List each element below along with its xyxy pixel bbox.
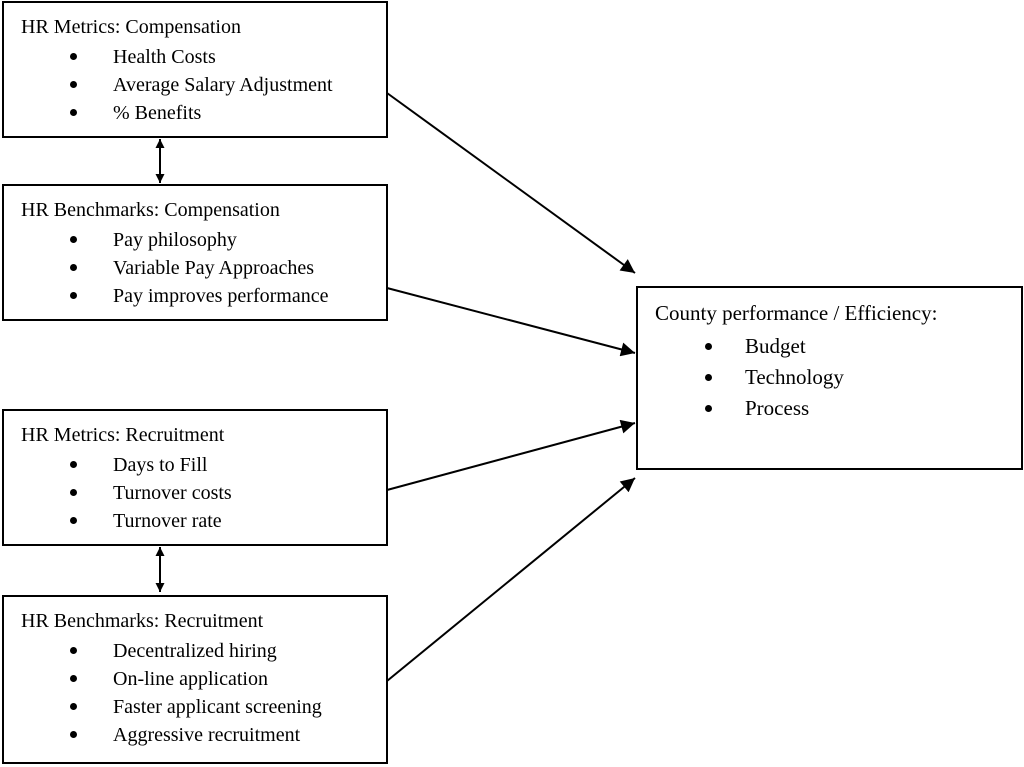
bullet-icon <box>70 675 77 682</box>
bullet-icon <box>705 343 712 350</box>
metrics-compensation-title: HR Metrics: Compensation <box>21 16 241 38</box>
benchmarks-compensation-box: HR Benchmarks: Compensation Pay philosop… <box>2 184 388 321</box>
county-performance-title: County performance / Efficiency: <box>655 301 938 325</box>
arrow-benchmarks-compensation-to-county <box>386 287 636 357</box>
metrics-recruitment-title: HR Metrics: Recruitment <box>21 424 225 446</box>
bullet-icon <box>70 109 77 116</box>
metrics-compensation-box: HR Metrics: Compensation Health Costs Av… <box>2 1 388 138</box>
benchmarks-recruitment-title: HR Benchmarks: Recruitment <box>21 610 264 632</box>
metrics-recruitment-box: HR Metrics: Recruitment Days to Fill Tur… <box>2 409 388 546</box>
bullet-icon <box>70 292 77 299</box>
arrow-metrics-recruitment-to-county <box>386 419 636 491</box>
bullet-icon <box>705 405 712 412</box>
bullet-icon <box>70 264 77 271</box>
benchmarks-recruitment-box: HR Benchmarks: Recruitment Decentralized… <box>2 595 388 764</box>
bullet-icon <box>70 236 77 243</box>
county-performance-box: County performance / Efficiency: Budget … <box>636 286 1023 470</box>
arrow-benchmarks-recruitment-to-county <box>386 477 636 682</box>
arrow-metrics-compensation-to-county <box>386 92 636 274</box>
benchmarks-compensation-title: HR Benchmarks: Compensation <box>21 199 280 221</box>
bullet-icon <box>70 461 77 468</box>
bullet-icon <box>70 703 77 710</box>
bullet-icon <box>70 731 77 738</box>
bullet-icon <box>70 647 77 654</box>
bullet-icon <box>705 374 712 381</box>
bullet-icon <box>70 489 77 496</box>
bullet-icon <box>70 517 77 524</box>
bullet-icon <box>70 53 77 60</box>
bullet-icon <box>70 81 77 88</box>
